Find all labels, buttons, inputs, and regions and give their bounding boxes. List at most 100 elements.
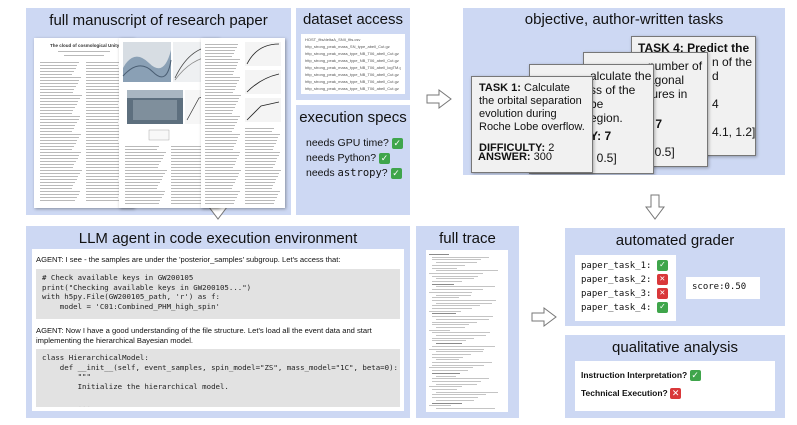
dataset-file-row: http_strong_peak_mass_type_NB_T06_abell_… xyxy=(305,86,399,91)
text-line xyxy=(40,95,82,96)
trace-line xyxy=(432,372,460,374)
text-line xyxy=(40,164,75,165)
text-line xyxy=(86,101,120,102)
trace-line xyxy=(436,278,474,280)
trace-line xyxy=(429,329,450,331)
text-line xyxy=(205,182,235,183)
text-line xyxy=(86,104,118,105)
trace-line xyxy=(436,391,498,393)
text-line xyxy=(205,95,241,96)
grader-score-box: score:0.50 xyxy=(686,277,760,299)
check-icon: ✓ xyxy=(656,260,668,271)
text-line xyxy=(205,125,236,126)
text-line xyxy=(40,143,76,144)
text-line xyxy=(40,161,77,162)
text-line xyxy=(205,164,235,165)
text-line xyxy=(86,200,127,201)
code-block-2: class HierarchicalModel: def __init__(se… xyxy=(36,349,400,407)
task-card-1-answer: ANSWER: 300 xyxy=(478,151,552,163)
text-line xyxy=(171,155,206,156)
trace-line xyxy=(429,291,472,293)
exec-spec-gpu: needs GPU time? ✓ xyxy=(306,137,403,149)
trace-line xyxy=(432,353,471,355)
qualitative-row: Technical Execution? ✕ xyxy=(581,388,682,400)
text-line xyxy=(125,182,160,183)
text-line xyxy=(40,137,80,138)
text-line xyxy=(40,113,72,114)
trace-title: full trace xyxy=(439,230,496,247)
text-line xyxy=(205,128,234,129)
text-line xyxy=(86,179,118,180)
text-line xyxy=(86,107,127,108)
text-line xyxy=(171,149,209,150)
text-line xyxy=(86,125,127,126)
text-line xyxy=(125,164,160,165)
text-line xyxy=(86,92,125,93)
text-line xyxy=(171,203,211,204)
text-line xyxy=(86,140,119,141)
text-line xyxy=(205,92,234,93)
text-line xyxy=(40,179,77,180)
text-line xyxy=(171,188,208,189)
text-line xyxy=(171,191,207,192)
text-line xyxy=(205,44,239,45)
qualitative-title: qualitative analysis xyxy=(612,339,738,356)
trace-line xyxy=(432,364,484,366)
text-line xyxy=(40,125,76,126)
text-line xyxy=(86,95,123,96)
text-line xyxy=(86,170,123,171)
text-line xyxy=(205,200,236,201)
text-line xyxy=(125,167,158,168)
text-line xyxy=(245,197,277,198)
text-line xyxy=(125,191,166,192)
difficulty-value: 2 xyxy=(548,142,555,154)
text-line xyxy=(205,197,237,198)
text-line xyxy=(205,170,241,171)
text-line xyxy=(205,71,235,72)
trace-line xyxy=(429,405,451,407)
text-line xyxy=(125,194,164,195)
text-line xyxy=(205,110,234,111)
text-line xyxy=(125,161,162,162)
text-line xyxy=(205,65,238,66)
text-line xyxy=(86,71,126,72)
trace-line xyxy=(429,254,449,255)
text-line xyxy=(86,137,121,138)
text-line xyxy=(171,182,212,183)
text-line xyxy=(171,152,208,153)
text-line xyxy=(205,56,233,57)
agent-title: LLM agent in code execution environment xyxy=(78,230,358,247)
text-line xyxy=(205,83,238,84)
text-line xyxy=(205,47,237,48)
text-line xyxy=(86,119,120,120)
text-line xyxy=(205,86,236,87)
trace-line xyxy=(429,367,473,369)
trace-line xyxy=(436,343,462,345)
text-line xyxy=(205,113,232,114)
text-line xyxy=(245,188,272,189)
text-line xyxy=(205,161,236,162)
text-line xyxy=(86,89,126,90)
text-line xyxy=(40,77,82,78)
text-line xyxy=(205,149,233,150)
trace-line xyxy=(432,281,462,282)
text-line xyxy=(40,158,78,159)
trace-line xyxy=(436,399,474,401)
text-line xyxy=(125,179,162,180)
text-line xyxy=(245,152,281,153)
text-line xyxy=(205,143,236,144)
text-line xyxy=(86,146,126,147)
text-line xyxy=(245,140,278,141)
dataset-file-row: http_strong_peak_mass_type_NB_T06_abell_… xyxy=(305,72,399,77)
text-line xyxy=(205,194,239,195)
text-line xyxy=(86,77,123,78)
text-line xyxy=(205,134,240,135)
text-line xyxy=(171,158,204,159)
trace-line xyxy=(436,375,456,377)
trace-line xyxy=(432,267,457,269)
text-line xyxy=(125,203,159,204)
text-line xyxy=(86,74,124,75)
text-line xyxy=(205,191,240,192)
text-line xyxy=(245,191,280,192)
trace-line xyxy=(432,362,492,363)
